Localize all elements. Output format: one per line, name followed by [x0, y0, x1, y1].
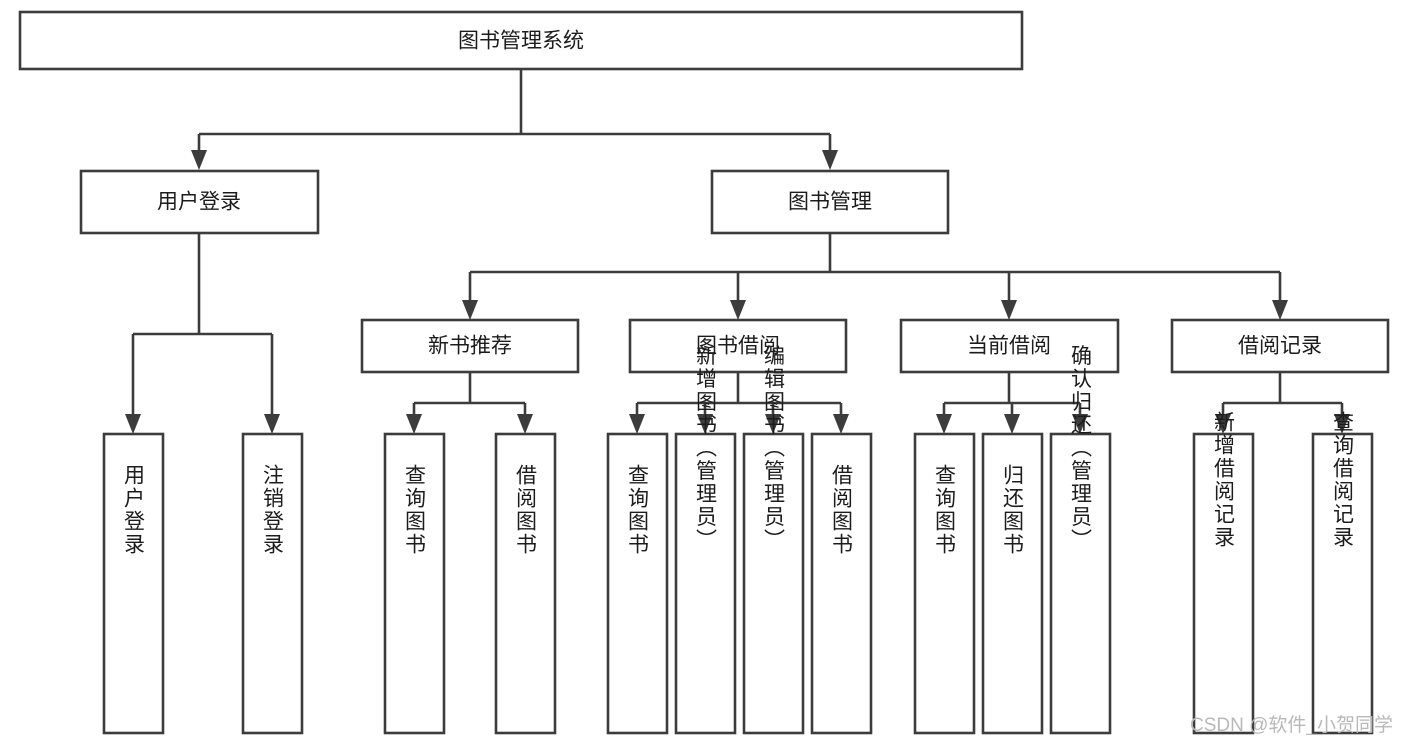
edge-group-current-borrow: [936, 372, 1088, 434]
arrow-to-user-login: [191, 150, 207, 170]
arrow-leaf-query-book-2: [629, 414, 645, 434]
leaf-add-book-box[interactable]: [674, 432, 737, 735]
leaf-confirm-return-box[interactable]: [1049, 432, 1112, 735]
leaf-borrow-book-2[interactable]: 借阅图书: [810, 432, 873, 735]
leaf-user-login-box[interactable]: [102, 432, 165, 735]
arrow-leaf-user-login: [125, 414, 141, 434]
leaf-borrow-book-1-box[interactable]: [494, 432, 557, 735]
node-root-box[interactable]: [18, 10, 1024, 71]
arrow-to-new-book-recommend: [462, 300, 478, 320]
node-new-book-recommend-label: 新书推荐: [428, 335, 512, 358]
node-book-borrow[interactable]: 图书借阅: [628, 318, 848, 374]
leaf-query-record-label: 查询借阅记录: [1331, 411, 1355, 549]
edge-group-borrow-record: [1215, 372, 1350, 434]
node-new-book-recommend[interactable]: 新书推荐: [360, 318, 580, 374]
leaf-confirm-return[interactable]: 确认归还（管理员）: [1049, 345, 1112, 735]
leaf-logout-login-box[interactable]: [241, 432, 304, 735]
leaf-user-login[interactable]: 用户登录: [102, 432, 165, 735]
node-root-label: 图书管理系统: [458, 30, 584, 53]
leaf-borrow-book-2-label: 借阅图书: [830, 464, 854, 556]
leaf-logout-login-label: 注销登录: [261, 464, 285, 556]
leaf-return-book[interactable]: 归还图书: [981, 432, 1044, 735]
arrow-leaf-query-record: [1334, 414, 1350, 434]
node-book-borrow-label: 图书借阅: [696, 335, 780, 358]
arrow-to-current-borrow: [1001, 300, 1017, 320]
arrow-leaf-add-record: [1215, 414, 1231, 434]
leaf-query-book-3-label: 查询图书: [933, 464, 957, 556]
arrow-leaf-return-book: [1004, 414, 1020, 434]
node-borrow-record-label: 借阅记录: [1238, 335, 1322, 358]
leaf-query-book-1[interactable]: 查询图书: [383, 432, 446, 735]
arrow-leaf-logout-login: [264, 414, 280, 434]
leaf-edit-book-box[interactable]: [742, 432, 805, 735]
edge-group-new-book-recommend: [406, 372, 533, 434]
arrow-to-book-manage: [822, 150, 838, 170]
leaf-query-book-1-label: 查询图书: [403, 464, 427, 556]
leaf-borrow-book-1[interactable]: 借阅图书: [494, 432, 557, 735]
leaf-query-book-3[interactable]: 查询图书: [913, 432, 976, 735]
leaf-query-record-box[interactable]: [1311, 432, 1374, 735]
leaf-query-book-2[interactable]: 查询图书: [606, 432, 669, 735]
leaf-confirm-return-label: 确认归还（管理员）: [1069, 345, 1093, 552]
leaf-add-book-label: 新增图书（管理员）: [694, 345, 718, 552]
node-current-borrow-label: 当前借阅: [967, 335, 1051, 358]
leaf-edit-book-label: 编辑图书（管理员）: [762, 345, 786, 552]
node-current-borrow[interactable]: 当前借阅: [899, 318, 1120, 374]
leaf-logout-login[interactable]: 注销登录: [241, 432, 304, 735]
node-book-manage-box[interactable]: [710, 169, 950, 235]
node-root[interactable]: 图书管理系统: [18, 10, 1024, 71]
node-book-manage[interactable]: 图书管理: [710, 169, 950, 235]
arrow-leaf-add-book: [697, 414, 713, 434]
arrow-to-book-borrow: [730, 300, 746, 320]
leaf-query-book-2-label: 查询图书: [626, 464, 650, 556]
leaf-add-book[interactable]: 新增图书（管理员）: [674, 345, 737, 735]
leaf-return-book-box[interactable]: [981, 432, 1044, 735]
node-user-login-label: 用户登录: [157, 191, 241, 214]
leaf-add-record[interactable]: 新增借阅记录: [1192, 411, 1255, 735]
node-user-login[interactable]: 用户登录: [79, 169, 320, 235]
arrow-leaf-borrow-book-2: [833, 414, 849, 434]
edge-group-book-manage: [462, 233, 1288, 320]
leaf-add-record-box[interactable]: [1192, 432, 1255, 735]
node-user-login-box[interactable]: [79, 169, 320, 235]
arrow-leaf-query-book-1: [406, 414, 422, 434]
arrow-leaf-borrow-book-1: [517, 414, 533, 434]
leaf-add-record-label: 新增借阅记录: [1212, 411, 1236, 549]
edge-group-user-login: [125, 233, 280, 434]
arrow-to-borrow-record: [1272, 300, 1288, 320]
edge-group-root: [191, 69, 838, 170]
leaf-query-book-3-box[interactable]: [913, 432, 976, 735]
node-borrow-record[interactable]: 借阅记录: [1170, 318, 1390, 374]
leaf-return-book-label: 归还图书: [1001, 464, 1025, 556]
leaf-edit-book[interactable]: 编辑图书（管理员）: [742, 345, 805, 735]
arrow-leaf-confirm-return: [1072, 414, 1088, 434]
node-borrow-record-box[interactable]: [1170, 318, 1390, 374]
leaf-borrow-book-1-label: 借阅图书: [514, 464, 538, 556]
node-book-borrow-box[interactable]: [628, 318, 848, 374]
leaf-user-login-label: 用户登录: [122, 464, 146, 556]
node-current-borrow-box[interactable]: [899, 318, 1120, 374]
arrow-leaf-edit-book: [765, 414, 781, 434]
leaf-borrow-book-2-box[interactable]: [810, 432, 873, 735]
node-book-manage-label: 图书管理: [788, 191, 872, 214]
leaf-query-record[interactable]: 查询借阅记录: [1311, 411, 1374, 735]
leaf-query-book-2-box[interactable]: [606, 432, 669, 735]
arrow-leaf-query-book-3: [936, 414, 952, 434]
leaf-query-book-1-box[interactable]: [383, 432, 446, 735]
edge-group-book-borrow: [629, 372, 849, 434]
node-new-book-recommend-box[interactable]: [360, 318, 580, 374]
